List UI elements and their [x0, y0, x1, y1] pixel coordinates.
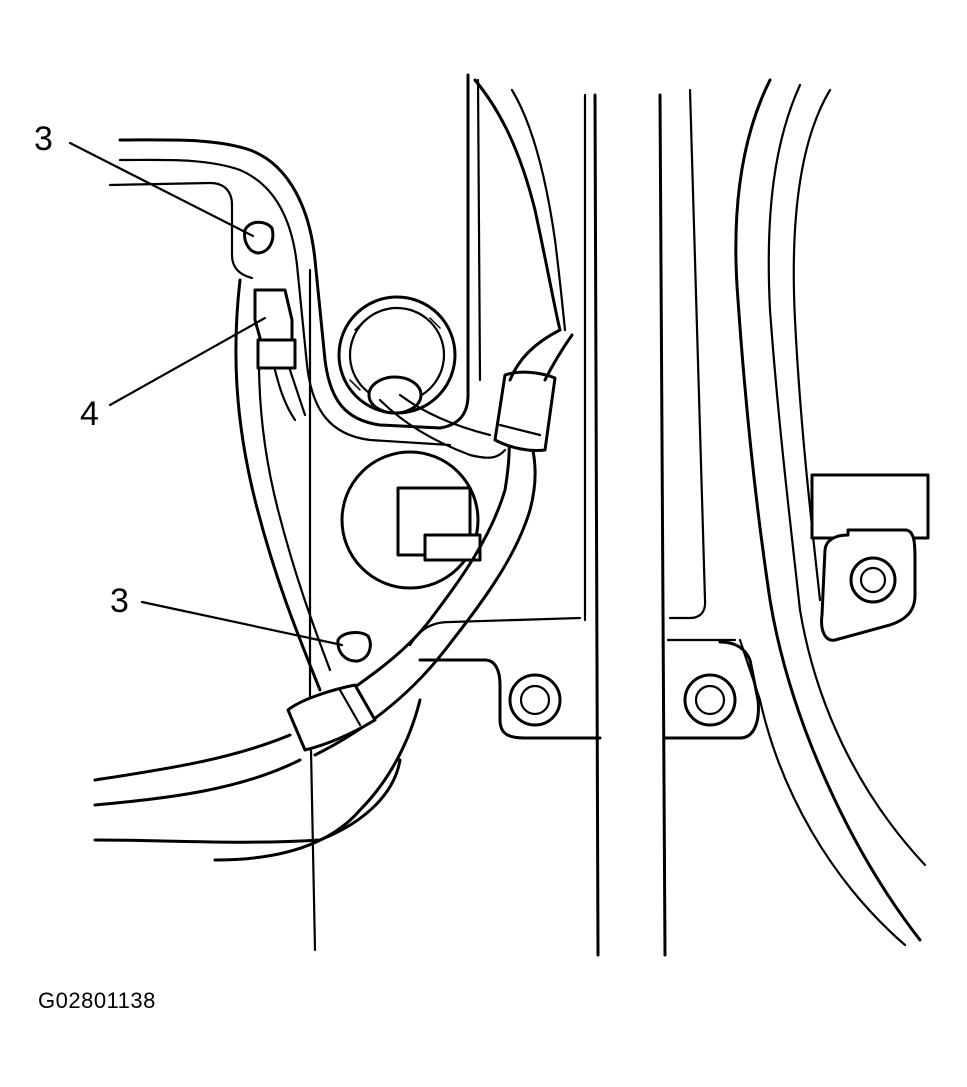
grommet: [337, 295, 457, 415]
callout-3-upper: 3: [34, 120, 53, 158]
retainer-clip-lower: [336, 631, 372, 663]
access-hole: [340, 450, 482, 590]
callout-3-lower: 3: [110, 582, 129, 620]
leader-lines: [68, 141, 344, 647]
lower-mounting-bracket: [418, 640, 760, 740]
electrical-connector: [253, 288, 307, 422]
callout-4: 4: [80, 395, 99, 433]
wiring-harness: [93, 328, 574, 862]
right-door-bracket: [810, 473, 930, 642]
figure-id: G02801138: [38, 988, 156, 1013]
center-pillar-outline: [408, 73, 737, 957]
retainer-clip-upper: [243, 220, 275, 255]
